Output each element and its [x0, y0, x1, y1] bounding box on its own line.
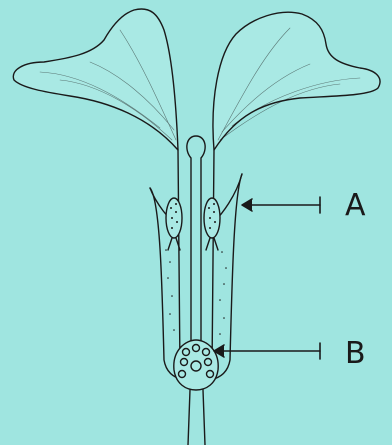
corolla-tube-left-wall — [178, 150, 180, 370]
left-petal — [13, 9, 178, 150]
ovary — [174, 340, 218, 390]
style — [187, 136, 205, 360]
stamen-right — [204, 198, 220, 250]
corolla-tube-right-wall — [212, 150, 214, 370]
stamen-left — [166, 198, 182, 250]
arrow-a — [242, 197, 320, 213]
label-b: B — [345, 339, 366, 369]
calyx-stipple — [165, 249, 227, 335]
right-petal — [213, 12, 380, 150]
pedicel-left — [188, 390, 190, 445]
pedicel-right — [203, 390, 205, 445]
label-a: A — [345, 191, 366, 221]
